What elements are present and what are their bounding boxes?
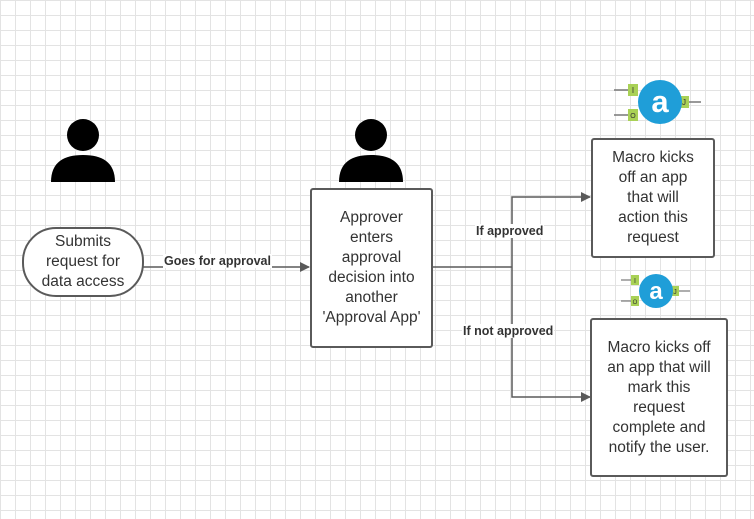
user-icon	[51, 119, 115, 182]
svg-text:O: O	[633, 300, 638, 306]
alteryx-logo-icon: I O J a	[614, 80, 701, 124]
submit-request-node: Submits request for data access	[22, 227, 144, 297]
approved-action-node: Macro kicks off an app that will action …	[591, 138, 715, 258]
svg-text:I: I	[632, 86, 634, 95]
svg-text:a: a	[651, 84, 669, 119]
rejected-action-text: Macro kicks off an app that will mark th…	[607, 338, 711, 456]
edge-label-if-approved: If approved	[475, 224, 545, 238]
edge-label-goes-for-approval: Goes for approval	[163, 254, 272, 268]
submit-request-text: Submits request for data access	[41, 233, 125, 290]
edge-label-if-not-approved: If not approved	[462, 324, 555, 338]
user-icon	[339, 119, 403, 182]
alteryx-logo-icon: I O J a	[621, 274, 690, 308]
edge-if-not-approved	[511, 267, 591, 402]
edge-if-approved	[511, 192, 591, 267]
svg-text:J: J	[682, 98, 686, 107]
approver-text: Approver enters approval decision into a…	[322, 209, 421, 326]
svg-text:a: a	[649, 278, 663, 305]
approved-action-text: Macro kicks off an app that will action …	[612, 149, 694, 246]
rejected-action-node: Macro kicks off an app that will mark th…	[590, 318, 728, 477]
approver-node: Approver enters approval decision into a…	[310, 188, 433, 348]
svg-text:J: J	[673, 289, 677, 296]
svg-text:O: O	[630, 113, 636, 120]
svg-text:I: I	[634, 278, 636, 285]
